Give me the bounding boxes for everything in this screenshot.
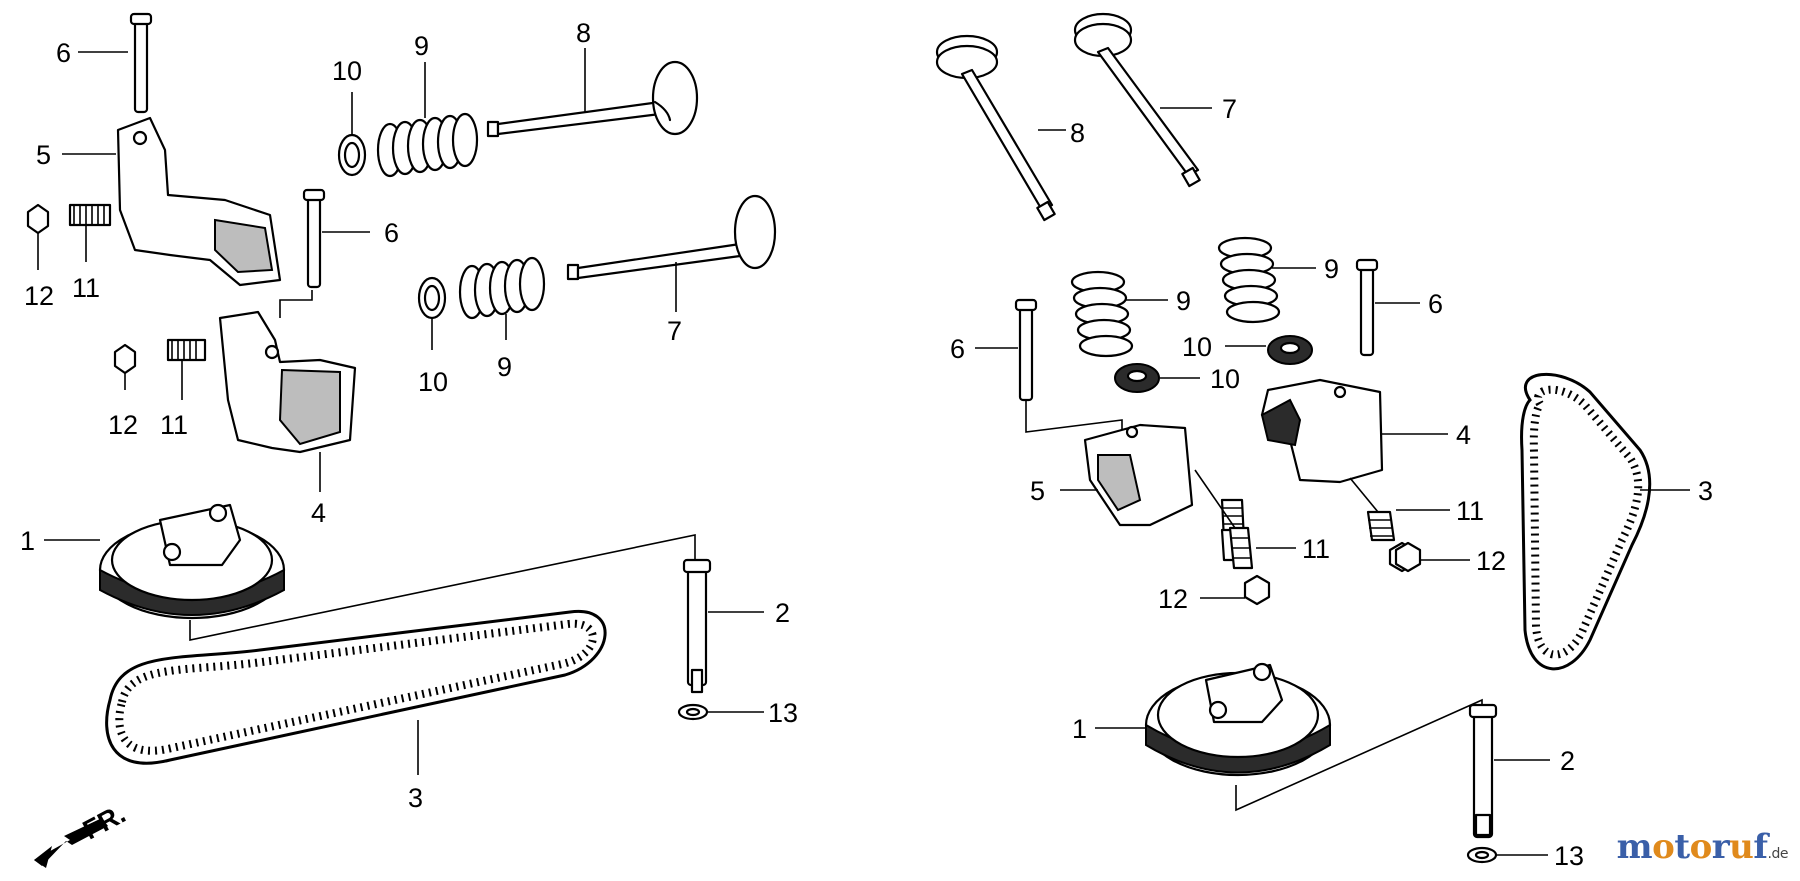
rocker-arm-left-lower [218, 290, 357, 454]
left-view: FR. 6 5 12 11 10 9 8 6 7 9 10 12 11 4 1 … [20, 12, 798, 868]
retainer-right-10b [1114, 363, 1160, 393]
pushrod-pin-right-b [1355, 258, 1379, 357]
callout-left-4: 4 [311, 498, 326, 528]
adjuster-left-lower [113, 338, 207, 375]
callout-right-11a: 11 [1302, 534, 1330, 564]
callout-right-10a: 10 [1182, 332, 1212, 362]
washer-right-hole [1474, 850, 1490, 860]
adjuster-right-b [1220, 526, 1271, 606]
washer-left-hole [685, 707, 701, 717]
callout-right-2: 2 [1560, 746, 1575, 776]
adjuster-left-upper [26, 203, 112, 235]
callout-left-11-upper: 11 [72, 273, 100, 303]
pushrod-pin-left-top [129, 12, 153, 114]
retainer-right-10a [1267, 335, 1313, 365]
valve-right-7 [1073, 12, 1201, 188]
cam-pulley-right [1144, 662, 1332, 777]
callout-right-13: 13 [1554, 841, 1584, 871]
front-direction-label: FR. [78, 799, 130, 846]
spring-right-9b [1217, 236, 1281, 324]
callout-left-3: 3 [408, 783, 423, 813]
callout-right-1: 1 [1072, 714, 1087, 744]
callout-right-5: 5 [1030, 476, 1045, 506]
callout-left-12-lower: 12 [108, 410, 138, 440]
callout-right-9a: 9 [1176, 286, 1191, 316]
adjuster-right-c [1366, 510, 1422, 573]
callout-right-12a: 12 [1158, 584, 1188, 614]
callout-left-5: 5 [36, 140, 51, 170]
timing-belt-left [105, 609, 607, 765]
watermark-suffix: .de [1767, 846, 1789, 862]
callout-left-10-lower: 10 [418, 367, 448, 397]
right-view: 8 7 9 9 6 6 10 10 4 5 11 11 12 12 3 1 2 [935, 12, 1713, 871]
callout-right-4: 4 [1456, 420, 1471, 450]
shaft-pin-right [1468, 703, 1498, 839]
watermark-letter: o [1652, 827, 1675, 867]
rocker-arm-right-5 [1083, 423, 1194, 527]
front-direction-arrow-icon [34, 818, 108, 868]
callout-left-1: 1 [20, 526, 35, 556]
callout-left-6-top: 6 [56, 38, 71, 68]
callout-right-8: 8 [1070, 118, 1085, 148]
spring-right-9a [1070, 270, 1134, 358]
callout-left-13: 13 [768, 698, 798, 728]
callout-right-9b: 9 [1324, 254, 1339, 284]
callout-right-7: 7 [1222, 94, 1237, 124]
callout-left-8: 8 [576, 18, 591, 48]
watermark-letter: o [1689, 827, 1713, 867]
watermark-letter: f [1753, 827, 1768, 867]
valve-right-8 [935, 34, 1056, 222]
callout-left-2: 2 [775, 598, 790, 628]
callout-left-9-lower: 9 [497, 352, 512, 382]
callout-right-3: 3 [1698, 476, 1713, 506]
callout-left-9-upper: 9 [414, 31, 429, 61]
callout-right-12b: 12 [1476, 546, 1506, 576]
valve-set-left-lower [417, 194, 777, 320]
callout-right-6b: 6 [1428, 289, 1443, 319]
rocker-arm-right-4 [1260, 378, 1384, 484]
cam-pulley-left [98, 503, 286, 620]
timing-belt-right [1520, 372, 1652, 671]
callout-right-6a: 6 [950, 334, 965, 364]
watermark-letter: m [1616, 827, 1653, 867]
assembly-line-left [189, 534, 696, 641]
watermark-letter: t [1674, 827, 1690, 867]
watermark-logo: motoruf.de [1617, 827, 1789, 867]
valve-set-left-upper [337, 60, 699, 178]
watermark-letter: r [1711, 827, 1730, 867]
callout-left-7: 7 [667, 316, 682, 346]
callout-left-12-upper: 12 [24, 281, 54, 311]
callout-right-10b: 10 [1210, 364, 1240, 394]
rocker-arm-left-upper [116, 116, 282, 287]
watermark-text: motoruf [1617, 827, 1768, 867]
pushrod-pin-left-middle [302, 188, 326, 289]
shaft-pin-left [682, 558, 712, 694]
callout-left-6-middle: 6 [384, 218, 399, 248]
callout-right-11b: 11 [1456, 496, 1484, 526]
callout-left-11-lower: 11 [160, 410, 188, 440]
watermark-letter: u [1729, 827, 1754, 867]
callout-left-10-upper: 10 [332, 56, 362, 86]
pushrod-pin-right-a [1014, 298, 1038, 402]
